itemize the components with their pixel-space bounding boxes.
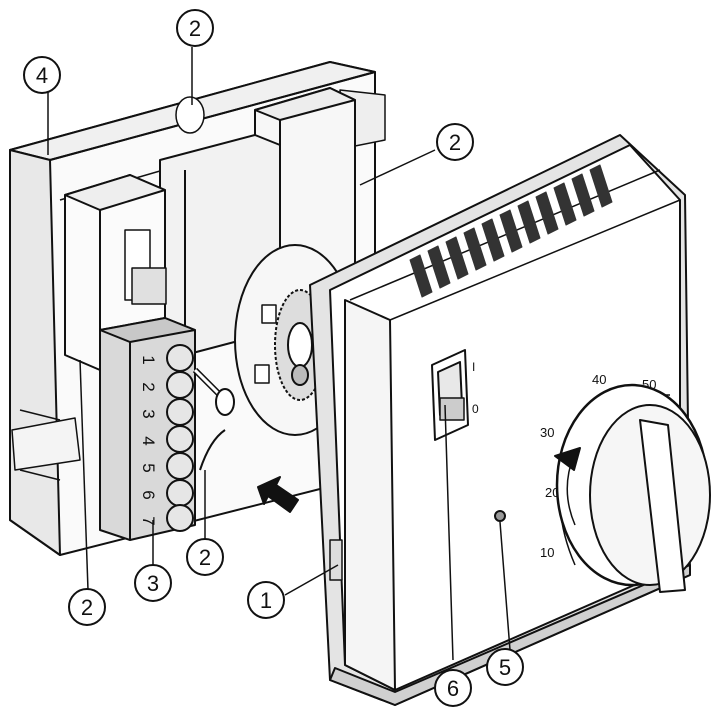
callout-4: 4 [24,57,60,93]
svg-text:2: 2 [449,130,461,155]
svg-text:4: 4 [36,63,48,88]
svg-text:2: 2 [199,545,211,570]
callout-5: 5 [487,649,523,685]
scale-10: 10 [540,545,554,560]
terminal-screw [167,345,193,371]
terminal-screw [167,399,193,425]
switch-on-label: I [472,360,475,374]
callout-1: 1 [248,582,284,618]
terminal-screw [167,453,193,479]
callout-2-top: 2 [177,10,213,46]
callout-2-bottom-left: 2 [69,589,105,625]
svg-text:6: 6 [447,676,459,701]
scale-30: 30 [540,425,554,440]
terminal-label: 6 [139,490,158,499]
callout-2-bottom: 2 [187,539,223,575]
svg-text:5: 5 [499,655,511,680]
svg-text:2: 2 [81,595,93,620]
on-off-switch[interactable] [432,350,468,440]
terminal-screw [167,372,193,398]
svg-text:2: 2 [189,16,201,41]
terminal-label: 3 [139,409,158,418]
callout-3: 3 [135,565,171,601]
callout-2-right: 2 [437,124,473,160]
terminal-label: 4 [139,436,158,445]
terminal-screw [167,505,193,531]
terminal-screw [167,480,193,506]
scale-40: 40 [592,372,606,387]
terminal-label: 7 [139,516,158,525]
terminal-screw [167,426,193,452]
status-led [495,511,505,521]
terminal-label: 1 [139,355,158,364]
callout-6: 6 [435,670,471,706]
terminal-label: 5 [139,463,158,472]
switch-off-label: 0 [472,402,479,416]
svg-text:3: 3 [147,571,159,596]
cover-latch [330,540,342,580]
terminal-label: 2 [139,382,158,391]
svg-text:1: 1 [260,588,272,613]
